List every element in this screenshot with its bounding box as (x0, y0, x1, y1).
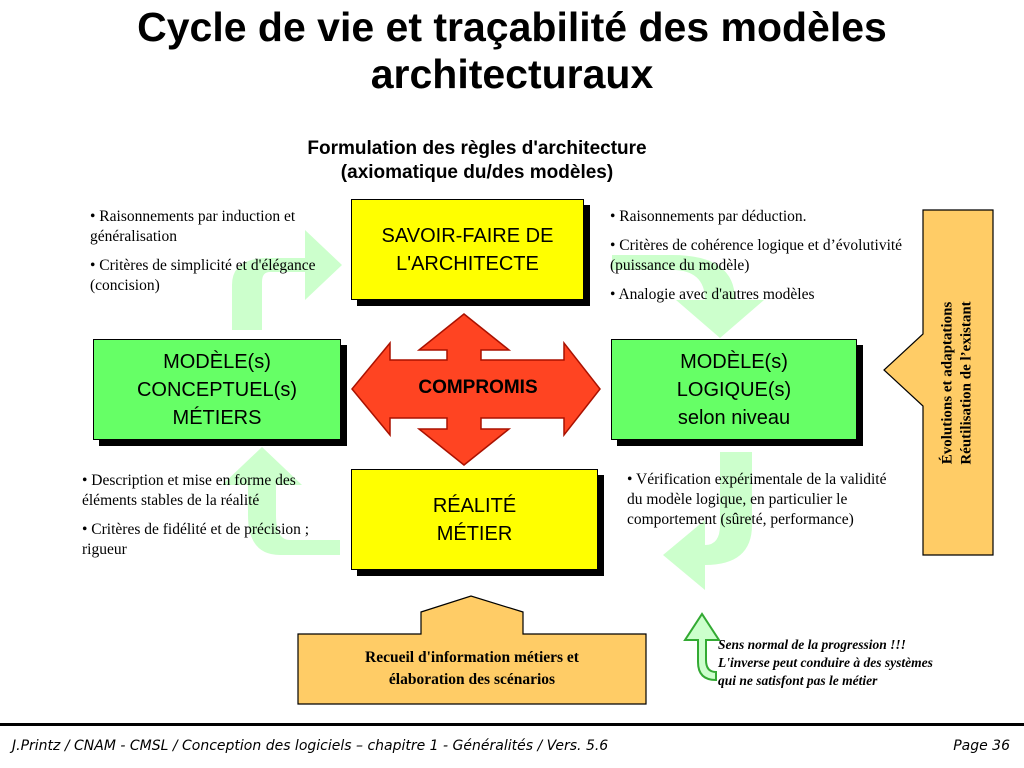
box-realite-metier: RÉALITÉ MÉTIER (351, 469, 598, 570)
box-label-line: MODÈLE(s) (163, 350, 271, 373)
bottom-input-arrow (297, 595, 647, 705)
box-label-line: L'ARCHITECTE (396, 252, 539, 275)
note-item: • Raisonnements par induction et général… (90, 208, 296, 245)
subtitle-line2: (axiomatique du/des modèles) (340, 162, 614, 183)
side-arrow-text: Évolutions et adaptations Réutilisation … (939, 301, 977, 464)
flow-arrow-savoir-to-logique (612, 255, 764, 338)
box-label-line: selon niveau (677, 406, 791, 429)
side-input-arrow (883, 209, 994, 556)
footer-credits: J.Printz / CNAM - CMSL / Conception des … (12, 738, 609, 754)
compromis-arrow (351, 313, 601, 466)
side-arrow-line2: Réutilisation de l’existant (959, 300, 975, 465)
notes-bottom-left: • Description et mise en forme des éléme… (82, 471, 340, 569)
note-item: • Critères de cohérence logique et d’évo… (610, 237, 903, 274)
legend-line2: L'inverse peut conduire à des systèmes (718, 655, 933, 670)
box-label-line: CONCEPTUEL(s) (136, 378, 297, 401)
legend-arrow-icon (683, 612, 721, 682)
notes-top-left: • Raisonnements par induction et général… (90, 207, 322, 305)
box-label-line: MODÈLE(s) (680, 350, 788, 373)
page-title: Cycle de vie et traçabilité des modèles … (0, 4, 1024, 98)
flow-arrow-conceptuel-to-savoir (232, 230, 342, 330)
box-modele-conceptuel: MODÈLE(s) CONCEPTUEL(s) MÉTIERS (93, 339, 341, 440)
subtitle: Formulation des règles d'architecture (a… (232, 137, 722, 185)
note-item: • Critères de simplicité et d'élégance (… (90, 257, 316, 294)
page-title-line2: architecturaux (370, 51, 654, 97)
footer-divider (0, 723, 1024, 726)
bottom-arrow-line1: Recueil d'information métiers et (365, 649, 579, 666)
legend-line1: Sens normal de la progression !!! (718, 637, 906, 652)
bottom-arrow-label: Recueil d'information métiers et élabora… (298, 634, 646, 704)
bottom-arrow-line2: élaboration des scénarios (388, 671, 556, 688)
box-savoir-faire: SAVOIR-FAIRE DE L'ARCHITECTE (351, 199, 584, 300)
side-arrow-label: Évolutions et adaptations Réutilisation … (923, 210, 993, 555)
footer-page-number: Page 36 (953, 738, 1010, 754)
page-title-line1: Cycle de vie et traçabilité des modèles (137, 4, 887, 50)
note-item: • Raisonnements par déduction. (610, 208, 807, 225)
box-modele-logique: MODÈLE(s) LOGIQUE(s) selon niveau (611, 339, 857, 440)
note-item: • Description et mise en forme des éléme… (82, 472, 296, 509)
notes-bottom-right: • Vérification expérimentale de la valid… (627, 470, 887, 539)
flow-arrow-logique-to-realite (663, 452, 752, 590)
box-label-line: MÉTIER (436, 522, 513, 545)
box-label-line: SAVOIR-FAIRE DE (381, 224, 554, 247)
note-item: • Critères de fidélité et de précision ;… (82, 521, 310, 558)
box-label-line: LOGIQUE(s) (676, 378, 792, 401)
subtitle-line1: Formulation des règles d'architecture (307, 138, 647, 159)
side-arrow-line1: Évolutions et adaptations (940, 301, 956, 464)
note-item: • Vérification expérimentale de la valid… (627, 471, 887, 528)
flow-arrow-realite-to-conceptuel (222, 447, 340, 555)
box-label-line: RÉALITÉ (432, 494, 517, 517)
notes-top-right: • Raisonnements par déduction. • Critère… (610, 207, 910, 314)
legend-line3: qui ne satisfont pas le métier (718, 673, 878, 688)
compromis-label: COMPROMIS (418, 377, 538, 398)
note-item: • Analogie avec d'autres modèles (610, 286, 815, 303)
legend-text: Sens normal de la progression !!! L'inve… (718, 636, 1008, 690)
box-label-line: MÉTIERS (172, 406, 262, 429)
